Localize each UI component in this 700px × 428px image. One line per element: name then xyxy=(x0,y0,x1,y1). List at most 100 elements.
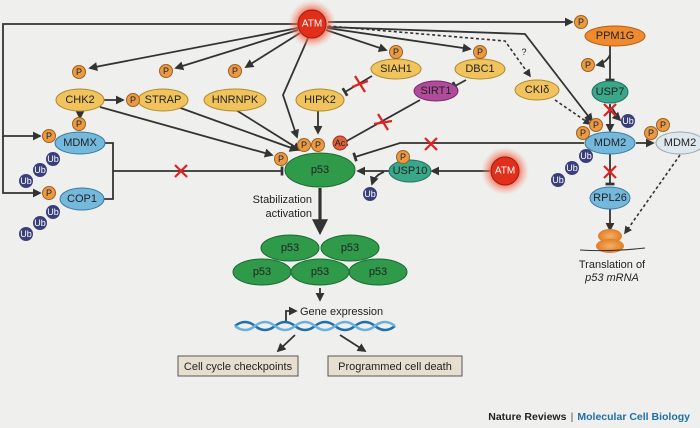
ubiquitin-icon: Ub xyxy=(46,205,60,219)
cell-cycle-box: Cell cycle checkpoints xyxy=(177,355,299,377)
translation-target-label: p53 mRNA xyxy=(584,272,639,284)
svg-text:RPL26: RPL26 xyxy=(593,192,627,204)
svg-text:CHK2: CHK2 xyxy=(65,94,94,106)
svg-text:MDM2: MDM2 xyxy=(594,137,626,149)
phospho-icon: P xyxy=(311,138,325,152)
svg-text:p53: p53 xyxy=(253,266,271,278)
svg-text:Ub: Ub xyxy=(47,154,59,164)
svg-text:P: P xyxy=(593,120,599,130)
svg-text:P: P xyxy=(301,140,307,150)
cross-siah1-hipk2 xyxy=(351,75,369,93)
mdmx-node: MDMX xyxy=(54,131,106,155)
svg-text:p53: p53 xyxy=(311,164,329,176)
svg-text:p53: p53 xyxy=(369,266,387,278)
svg-text:Ub: Ub xyxy=(34,165,46,175)
svg-text:HNRNPK: HNRNPK xyxy=(212,94,259,106)
ubiquitin-icon: Ub xyxy=(19,227,33,241)
ppm1g-node: PPM1G xyxy=(584,25,646,47)
phospho-icon: P xyxy=(274,152,288,166)
cross-mdm2-rpl26 xyxy=(603,165,617,179)
svg-text:Ub: Ub xyxy=(20,176,32,186)
ubiquitin-icon: Ub xyxy=(33,216,47,230)
hipk2-node: HIPK2 xyxy=(295,88,345,112)
cross-mdm2-p53 xyxy=(424,137,438,151)
svg-text:Ub: Ub xyxy=(34,218,46,228)
mdm2-node: MDM2 xyxy=(584,131,636,155)
strap-node: STRAP xyxy=(137,88,189,112)
dna-helix-icon xyxy=(234,320,396,332)
usp10-node: USP10 xyxy=(388,159,432,183)
svg-text:CKIδ: CKIδ xyxy=(525,84,549,96)
ubiquitin-icon: Ub xyxy=(33,163,47,177)
svg-text:PPM1G: PPM1G xyxy=(596,30,635,42)
mdm2-free-node: MDM2 xyxy=(655,131,700,155)
phospho-icon: P xyxy=(72,117,86,131)
svg-text:p53: p53 xyxy=(281,242,299,254)
atm-top-node: ATM xyxy=(288,0,336,48)
svg-text:p53: p53 xyxy=(311,266,329,278)
svg-text:Ub: Ub xyxy=(552,175,564,185)
svg-text:STRAP: STRAP xyxy=(145,94,182,106)
footer-credit: Nature Reviews|Molecular Cell Biology xyxy=(488,411,690,423)
p53-cluster-node: p53 xyxy=(290,258,350,286)
cell-death-box: Programmed cell death xyxy=(327,355,463,377)
phospho-icon: P xyxy=(72,65,86,79)
phospho-icon: P xyxy=(581,58,595,72)
svg-text:P: P xyxy=(76,67,82,77)
cross-usp7-mdm2 xyxy=(603,103,617,117)
svg-text:SIAH1: SIAH1 xyxy=(380,63,412,75)
phospho-icon: P xyxy=(589,118,603,132)
svg-text:ATM: ATM xyxy=(495,166,515,177)
acetyl-icon: Ac xyxy=(332,135,348,151)
ribosome-icon xyxy=(579,229,646,253)
svg-text:Ac: Ac xyxy=(335,138,346,148)
svg-text:SIRT1: SIRT1 xyxy=(421,85,452,97)
ubiquitin-marks: Ub Ub Ub Ub Ub Ub Ub Ub Ub Ub Ub xyxy=(19,114,635,241)
svg-text:P: P xyxy=(578,17,584,27)
svg-text:Ub: Ub xyxy=(364,189,376,199)
inhibition-crosses xyxy=(174,75,617,179)
atm-mid-node: ATM xyxy=(481,147,529,195)
svg-text:P: P xyxy=(130,95,136,105)
phospho-icon: P xyxy=(42,186,56,200)
svg-text:P: P xyxy=(660,120,666,130)
phospho-icon: P xyxy=(126,93,140,107)
phospho-icon: P xyxy=(228,64,242,78)
svg-text:Ub: Ub xyxy=(580,151,592,161)
p53-node: p53 xyxy=(284,152,356,188)
ubiquitin-icon: Ub xyxy=(363,187,377,201)
phospho-icon: P xyxy=(473,45,487,59)
phospho-icon: P xyxy=(159,64,173,78)
svg-text:P: P xyxy=(400,152,406,162)
cop1-node: COP1 xyxy=(59,187,105,211)
svg-text:P: P xyxy=(585,60,591,70)
rpl26-node: RPL26 xyxy=(589,186,631,210)
phospho-icon: P xyxy=(42,129,56,143)
svg-text:ATM: ATM xyxy=(302,19,322,30)
svg-text:P: P xyxy=(46,131,52,141)
activation-label: activation xyxy=(266,208,312,220)
svg-text:USP10: USP10 xyxy=(393,165,428,177)
svg-text:Ub: Ub xyxy=(47,207,59,217)
phospho-icon: P xyxy=(297,138,311,152)
svg-text:Ub: Ub xyxy=(566,163,578,173)
svg-text:Ub: Ub xyxy=(20,229,32,239)
siah1-node: SIAH1 xyxy=(370,58,422,80)
svg-text:P: P xyxy=(315,140,321,150)
svg-text:COP1: COP1 xyxy=(67,193,97,205)
svg-text:P: P xyxy=(278,154,284,164)
usp7-node: USP7 xyxy=(591,80,629,104)
svg-text:p53: p53 xyxy=(341,242,359,254)
phospho-icon: P xyxy=(389,45,403,59)
edges xyxy=(2,17,681,353)
phospho-icon: P xyxy=(576,126,590,140)
cross-mdmx-cop1-p53 xyxy=(174,164,188,178)
ubiquitin-icon: Ub xyxy=(19,174,33,188)
phospho-icon: P xyxy=(644,126,658,140)
svg-text:P: P xyxy=(76,119,82,129)
svg-text:P: P xyxy=(46,188,52,198)
p53-cluster-node: p53 xyxy=(260,234,320,262)
svg-text:Programmed cell death: Programmed cell death xyxy=(338,361,452,373)
svg-text:P: P xyxy=(477,47,483,57)
